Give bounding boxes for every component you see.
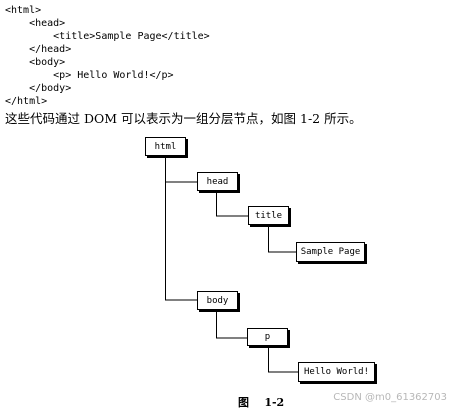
code-block: <html> <head> <title>Sample Page</title>… — [5, 4, 210, 108]
node-p-label: p — [264, 332, 271, 342]
node-body: body — [197, 291, 238, 310]
node-head: head — [197, 172, 238, 191]
connector-title-text — [268, 225, 296, 253]
connector-p-text — [268, 346, 298, 373]
node-hello-world-label: Hello World! — [303, 367, 370, 377]
node-html: html — [145, 137, 186, 156]
connector-html-body — [165, 156, 197, 301]
code-line: <p> Hello World!</p> — [5, 70, 174, 81]
code-line: <html> — [5, 5, 42, 16]
figure-caption: 图 1-2 — [238, 396, 285, 409]
code-line: </head> — [5, 44, 72, 55]
node-title: title — [248, 206, 289, 225]
code-line: <title>Sample Page</title> — [5, 31, 210, 42]
code-line: <head> — [5, 18, 66, 29]
node-hello-world-text: Hello World! — [298, 362, 375, 382]
description-text: 这些代码通过 DOM 可以表示为一组分层节点，如图 1-2 所示。 — [5, 111, 362, 126]
node-body-label: body — [206, 295, 229, 306]
node-title-label: title — [254, 210, 283, 221]
node-p: p — [247, 328, 288, 346]
connector-head-title — [216, 191, 248, 217]
node-sample-page-text: Sample Page — [296, 242, 365, 262]
node-html-label: html — [154, 141, 177, 152]
node-head-label: head — [206, 176, 229, 187]
code-line: </html> — [5, 96, 48, 107]
connector-body-p — [216, 310, 247, 339]
node-sample-page-label: Sample Page — [300, 247, 361, 257]
code-line: <body> — [5, 57, 66, 68]
watermark: CSDN @m0_61362703 — [333, 392, 447, 403]
code-line: </body> — [5, 83, 72, 94]
